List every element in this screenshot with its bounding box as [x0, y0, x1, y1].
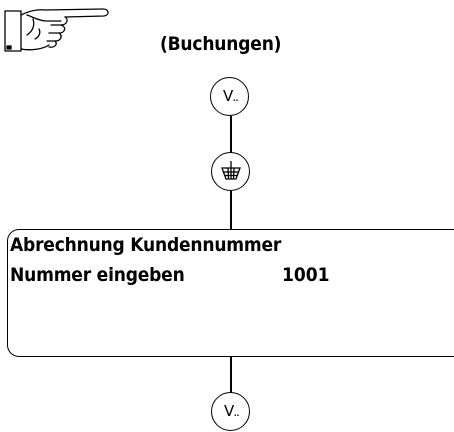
connector-line: [230, 116, 232, 153]
pointing-hand-icon: [4, 8, 109, 52]
page-title: (Buchungen): [160, 33, 282, 55]
display-line-2-label: Nummer eingeben: [10, 264, 185, 286]
v-key-button[interactable]: V..: [210, 77, 249, 116]
v-key-label: V..: [223, 87, 239, 105]
connector-line: [230, 191, 232, 230]
connector-line: [230, 356, 232, 393]
display-line-1: Abrechnung Kundennummer: [10, 234, 282, 256]
v-key-label: V..: [224, 402, 240, 420]
v-key-button-bottom[interactable]: V..: [211, 392, 250, 431]
customer-number-value: 1001: [282, 264, 330, 286]
tare-key-button[interactable]: [211, 152, 250, 191]
tare-icon: [220, 160, 241, 180]
